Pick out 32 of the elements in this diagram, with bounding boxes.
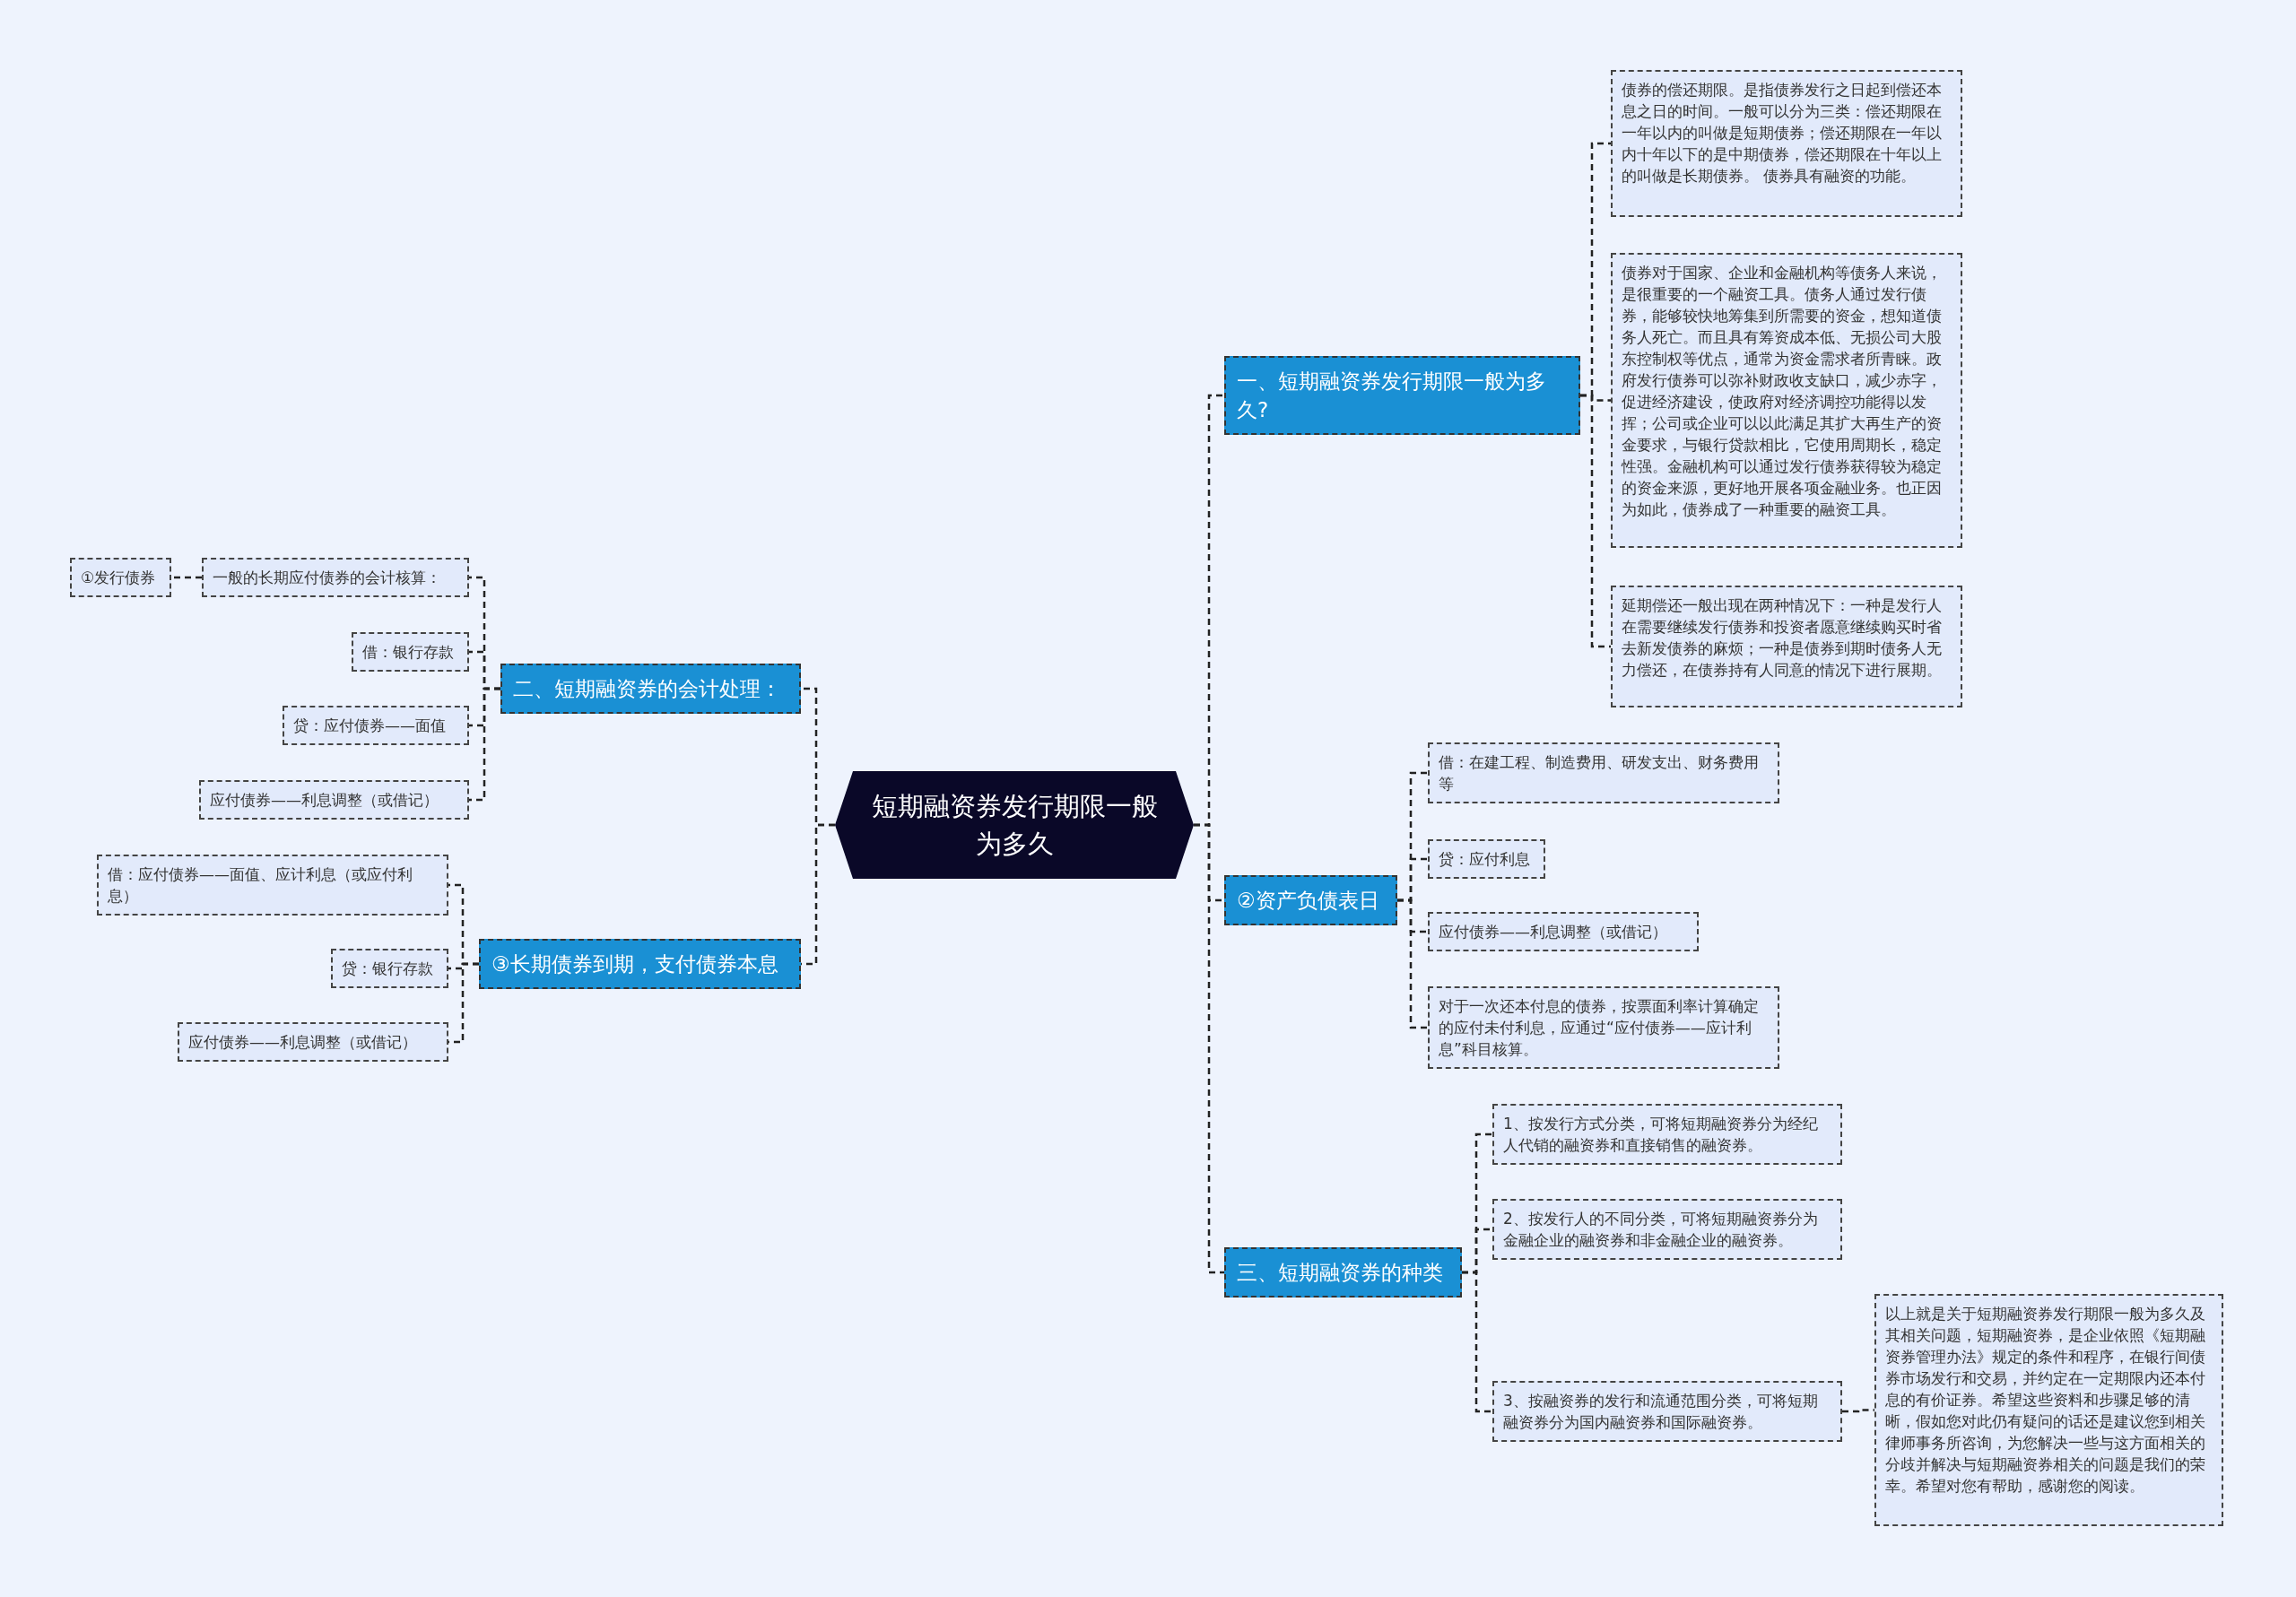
topic-box: ③长期债券到期，支付债券本息: [479, 939, 801, 989]
central-topic: 短期融资券发行期限一般为多久: [835, 771, 1194, 879]
note-box: 应付债券——利息调整（或借记）: [199, 780, 469, 820]
connector-line: [1397, 898, 1428, 1029]
note-box: 借：在建工程、制造费用、研发支出、财务费用等: [1428, 742, 1779, 803]
topic-box: 一、短期融资券发行期限一般为多久?: [1224, 356, 1580, 435]
connector-line: [1194, 823, 1224, 1274]
note-box: 对于一次还本付息的债券，按票面利率计算确定的应付未付利息，应通过“应付债券——应计利息”科目核算。: [1428, 986, 1779, 1069]
note-box: 应付债券——利息调整（或借记）: [178, 1022, 448, 1062]
note-box: 贷：银行存款: [331, 949, 448, 988]
note-box: 贷：应付债券——面值: [283, 706, 469, 745]
connector-line: [469, 687, 500, 802]
note-box: 债券对于国家、企业和金融机构等债务人来说，是很重要的一个融资工具。债务人通过发行债券，能够较快地筹集到所需要的资金，想知道债务人死亡。而且具有筹资成本低、无损公司大股东控制权等优点，通常为资金需求者所青睐。政府发行债券可以弥补财政收支缺口，减少赤字，促进经济建设，使政府对经济调控功能得以发挥；公司或企业可以以此满足其扩大再生产的资金要求，与银行贷款相比，它使用周期长，稳定性强。金融机构可以通过发行债券获得较为稳定的资金来源，更好地开展各项金融业务。也正因为如此，债券成了一种重要的融资工具。: [1611, 253, 1962, 548]
note-box: 延期偿还一般出现在两种情况下：一种是发行人在需要继续发行债券和投资者愿意继续购买时省去新发债券的麻烦；一种是债券到期时债务人无力偿还，在债券持有人同意的情况下进行展期。: [1611, 586, 1962, 707]
note-box: 一般的长期应付债券的会计核算：: [202, 558, 469, 597]
note-box: 应付债券——利息调整（或借记）: [1428, 912, 1699, 951]
topic-box: 二、短期融资券的会计处理：: [500, 664, 801, 714]
note-box: 借：应付债券——面值、应计利息（或应付利息）: [97, 855, 448, 916]
note-box: 债券的偿还期限。是指债券发行之日起到偿还本息之日的时间。一般可以分为三类：偿还期限在一年以内的叫做是短期债券；偿还期限在一年以内十年以下的是中期债券，偿还期限在十年以上的叫做是长期债券。 债券具有融资的功能。: [1611, 70, 1962, 217]
note-box: 以上就是关于短期融资券发行期限一般为多久及其相关问题，短期融资券，是企业依照《短期融资券管理办法》规定的条件和程序，在银行间债券市场发行和交易，并约定在一定期限内还本付息的有价证券。希望这些资料和步骤足够的清晰，假如您对此仍有疑问的话还是建议您到相关律师事务所咨询，为您解决一些与这方面相关的分歧并解决与短期融资券相关的问题是我们的荣幸。希望对您有帮助，感谢您的阅读。: [1874, 1294, 2223, 1526]
connector-line: [171, 576, 202, 579]
note-box: 2、按发行人的不同分类，可将短期融资券分为金融企业的融资券和非金融企业的融资券。: [1492, 1199, 1842, 1260]
note-box: 1、按发行方式分类，可将短期融资券分为经纪人代销的融资券和直接销售的融资券。: [1492, 1104, 1842, 1165]
note-box: 贷：应付利息: [1428, 839, 1545, 879]
connector-line: [1462, 1271, 1492, 1413]
note-box: ①发行债券: [70, 558, 171, 597]
note-box: 3、按融资券的发行和流通范围分类，可将短期融资券分为国内融资券和国际融资券。: [1492, 1381, 1842, 1442]
topic-box: 三、短期融资券的种类: [1224, 1247, 1462, 1298]
connector-line: [1842, 1409, 1874, 1413]
topic-box: ②资产负债表日: [1224, 875, 1397, 925]
connector-line: [1580, 394, 1611, 648]
note-box: 借：银行存款: [352, 632, 469, 672]
